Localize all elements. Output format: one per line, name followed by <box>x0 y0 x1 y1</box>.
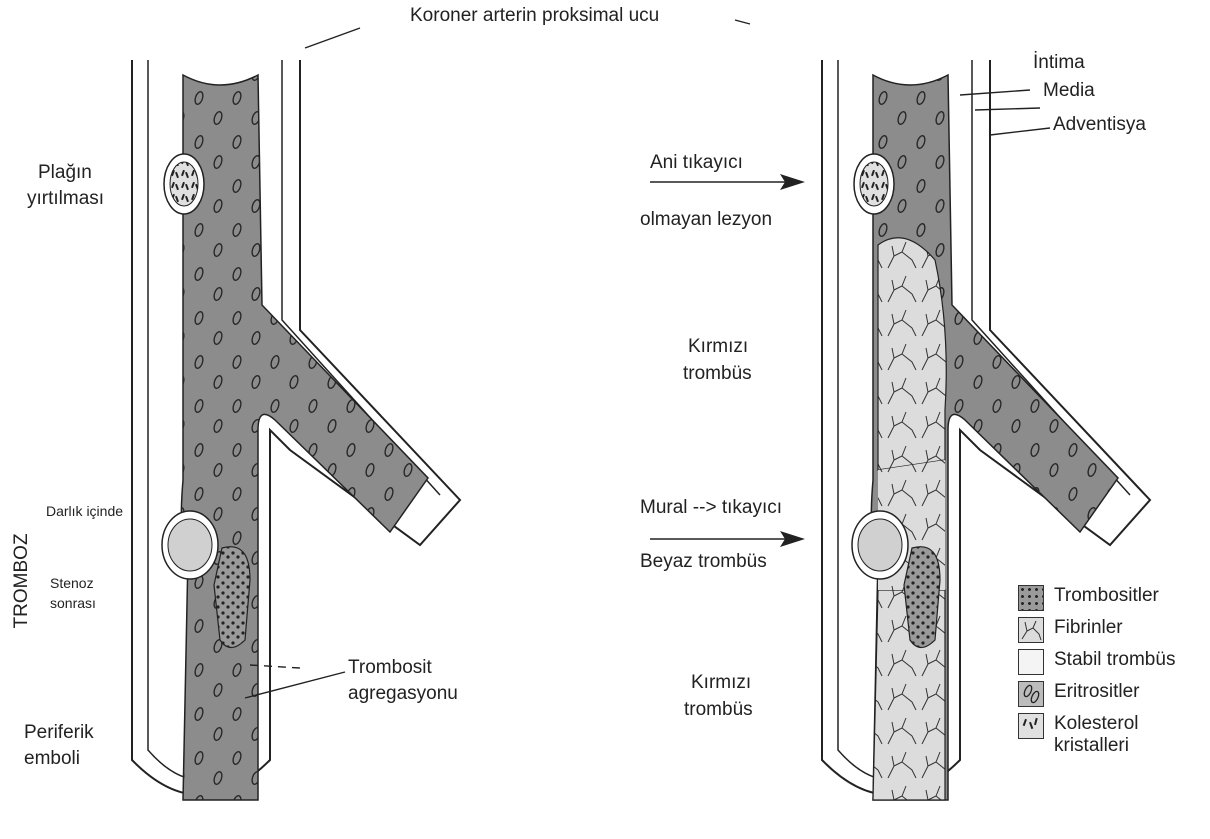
legend-item-erythrocytes: Eritrositler <box>1018 681 1140 707</box>
erythrocytes-swatch-icon <box>1018 681 1044 707</box>
legend-item-stable-thrombus: Stabil trombüs <box>1018 649 1175 675</box>
legend-label: Trombositler <box>1054 585 1159 607</box>
left-platelet-aggregate <box>214 547 250 648</box>
sudden-lesion-label-2: olmayan lezyon <box>640 209 772 231</box>
mural-occlusive-label: Mural --> tıkayıcı <box>640 497 782 519</box>
legend-label: Fibrinler <box>1054 617 1123 639</box>
layer-intima-label: İntima <box>1033 52 1085 74</box>
post-stenosis-label-2: sonrası <box>50 595 96 611</box>
sudden-lesion-label-1: Ani tıkayıcı <box>650 152 743 174</box>
plaque-rupture-label-2: yırtılması <box>27 188 104 210</box>
red-thrombus-1-label-2: trombüs <box>683 363 752 385</box>
inside-stenosis-label: Darlık içinde <box>46 503 123 519</box>
peripheral-emboli-label-1: Periferik <box>24 722 94 744</box>
red-thrombus-1-label-1: Kırmızı <box>688 336 748 358</box>
legend-label-line-2: kristalleri <box>1054 735 1129 756</box>
legend-label: Eritrositler <box>1054 681 1140 703</box>
fibrin-swatch-icon <box>1018 617 1044 643</box>
post-stenosis-label-1: Stenoz <box>50 575 94 591</box>
peripheral-emboli-label-2: emboli <box>24 748 80 770</box>
right-white-thrombus <box>904 547 940 648</box>
cholesterol-swatch-icon <box>1018 713 1044 739</box>
red-thrombus-2-label-1: Kırmızı <box>691 672 751 694</box>
platelets-swatch-icon <box>1018 585 1044 611</box>
diagram-title: Koroner arterin proksimal ucu <box>410 5 659 27</box>
legend-label-line-1: Kolesterol <box>1054 713 1139 734</box>
legend-item-fibrin: Fibrinler <box>1018 617 1123 643</box>
thrombosis-vertical-label: TROMBOZ <box>11 521 33 641</box>
white-thrombus-label: Beyaz trombüs <box>640 551 767 573</box>
right-red-thrombus-upper <box>878 238 946 470</box>
plaque-rupture-label-1: Plağın <box>38 162 92 184</box>
layer-media-label: Media <box>1043 80 1095 102</box>
platelet-aggregation-label-1: Trombosit <box>348 657 432 679</box>
platelet-aggregation-label-2: agregasyonu <box>348 683 458 705</box>
red-thrombus-2-label-2: trombüs <box>684 699 753 721</box>
legend-label: Stabil trombüs <box>1054 649 1175 671</box>
layer-adventitia-label: Adventisya <box>1053 114 1146 136</box>
stable-thrombus-swatch-icon <box>1018 649 1044 675</box>
legend-item-platelets: Trombositler <box>1018 585 1159 611</box>
